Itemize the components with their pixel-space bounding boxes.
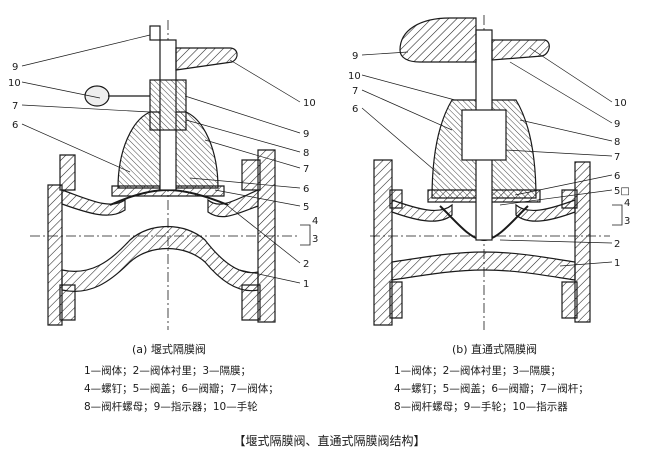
caption-b: (b) 直通式隔膜阀 [452,343,538,356]
straight-valve-drawing [370,15,623,330]
a-label-5: 5 [303,202,309,213]
b-label-9: 9 [352,51,358,62]
a-label-3: 3 [312,234,318,245]
legend-b-line-1: 1—阀体；2—阀体衬里；3—隔膜； [394,365,562,377]
legend-a-line-1: 1—阀体；2—阀体衬里；3—隔膜； [84,365,252,377]
a-label-9-right: 9 [303,129,309,140]
b-label-7-right: 7 [614,152,620,163]
b-label-3: 3 [624,216,630,227]
a-label-8: 8 [303,148,309,159]
a-label-10-right: 10 [303,98,316,109]
a-label-7: 7 [12,101,18,112]
b-label-9-right: 9 [614,119,620,130]
weir-valve-drawing [30,20,311,330]
legend-b-line-3: 8—阀杆螺母；9—手轮；10—指示器 [394,401,568,413]
a-label-9: 9 [12,62,18,73]
legend-a-line-2: 4—螺钉；5—阀盖；6—阀瓣；7—阀体； [84,383,279,395]
legend-a: 1—阀体；2—阀体衬里；3—隔膜； 4—螺钉；5—阀盖；6—阀瓣；7—阀体； 8… [84,362,279,416]
legend-a-line-3: 8—阀杆螺母；9—指示器；10—手轮 [84,401,258,413]
caption-a: (a) 堰式隔膜阀 [132,343,206,356]
a-label-1: 1 [303,279,309,290]
b-label-2: 2 [614,239,620,250]
b-label-4: 4 [624,198,630,209]
a-label-7-right: 7 [303,164,309,175]
b-label-5: 5□ [614,186,630,197]
b-label-10: 10 [348,71,361,82]
legend-b-line-2: 4—螺钉；5—阀盖；6—阀瓣；7—阀杆； [394,383,589,395]
a-label-10: 10 [8,78,21,89]
a-label-2: 2 [303,259,309,270]
b-label-7: 7 [352,86,358,97]
a-label-6: 6 [12,120,18,131]
b-label-8: 8 [614,137,620,148]
b-label-1: 1 [614,258,620,269]
b-label-10-right: 10 [614,98,627,109]
figure-title: 【堰式隔膜阀、直通式隔膜阀结构】 [233,434,426,448]
a-label-6-right: 6 [303,184,309,195]
b-label-6-right: 6 [614,171,620,182]
a-label-4: 4 [312,216,318,227]
b-label-6: 6 [352,104,358,115]
legend-b: 1—阀体；2—阀体衬里；3—隔膜； 4—螺钉；5—阀盖；6—阀瓣；7—阀杆； 8… [394,362,589,416]
